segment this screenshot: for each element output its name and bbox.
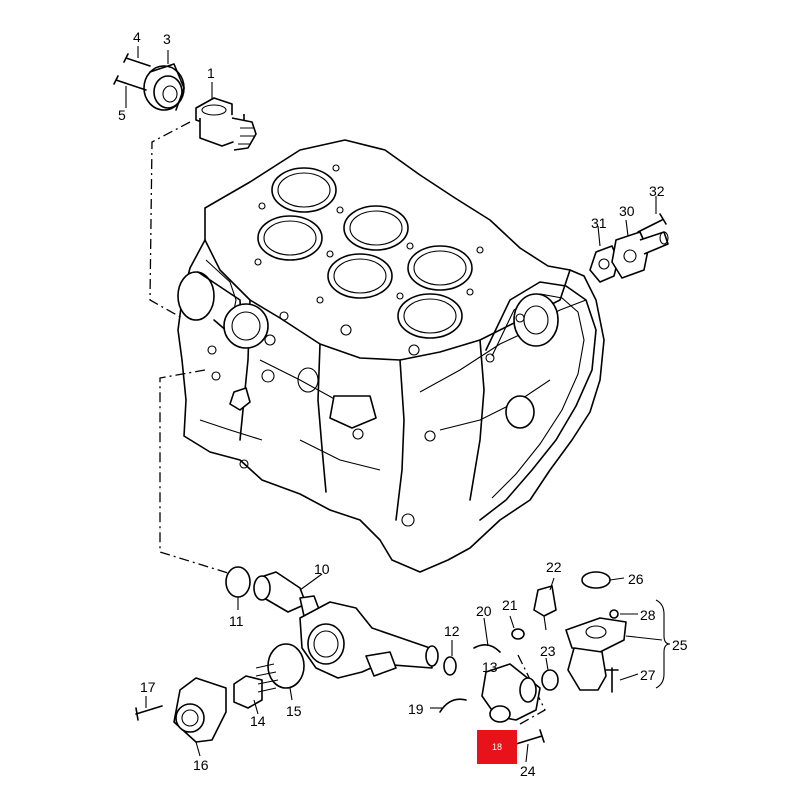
part-4-bolt[interactable]: [123, 53, 151, 67]
callout-27: 27: [640, 667, 656, 683]
callout-32: 32: [649, 183, 665, 199]
callout-11: 11: [229, 613, 244, 629]
part-20-clip[interactable]: [473, 644, 501, 653]
cylinder-bore-4: [327, 253, 393, 299]
callout-14: 14: [250, 713, 266, 729]
part-11-o-ring[interactable]: [225, 566, 251, 598]
part-23-o-ring[interactable]: [541, 669, 559, 691]
callout-5: 5: [118, 107, 126, 123]
cylinder-bore-3: [343, 205, 409, 251]
callout-15: 15: [286, 703, 302, 719]
callout-24: 24: [520, 763, 536, 779]
part-19-clip[interactable]: [439, 698, 467, 713]
callout-25: 25: [672, 637, 688, 653]
part-14-thermostat[interactable]: [233, 663, 279, 709]
callout-20: 20: [476, 603, 492, 619]
callout-13: 13: [482, 659, 498, 675]
part-22-sensor[interactable]: [533, 585, 557, 631]
engine-block: [177, 139, 605, 573]
cylinder-bore-5: [407, 245, 473, 291]
thermostat-housing[interactable]: [299, 601, 439, 679]
callout-23: 23: [540, 643, 556, 659]
cylinder-bore-2: [257, 215, 323, 261]
part-3-cap[interactable]: [143, 63, 185, 111]
part-30-flange[interactable]: [611, 231, 669, 279]
part-10-pipe[interactable]: [253, 571, 321, 617]
assembly-lines: [149, 121, 546, 725]
callout-1: 1: [207, 65, 215, 81]
callout-16: 16: [193, 757, 209, 773]
callout-22: 22: [546, 559, 562, 575]
cylinder-bore-1: [271, 167, 337, 213]
part-1-sensor[interactable]: [195, 97, 257, 151]
part-31-gasket[interactable]: [589, 245, 619, 283]
callout-17: 17: [140, 679, 156, 695]
callout-3: 3: [163, 31, 171, 47]
part-16-housing-cover[interactable]: [173, 677, 227, 743]
part-25-flange-assembly[interactable]: [565, 617, 627, 691]
callout-31: 31: [591, 215, 607, 231]
part-28-seal[interactable]: [609, 609, 619, 619]
callout-10: 10: [314, 561, 330, 577]
callout-26: 26: [628, 571, 644, 587]
leader-lines: [125, 46, 671, 763]
part-12-o-ring[interactable]: [443, 656, 457, 676]
highlight-box-18[interactable]: [477, 730, 517, 764]
callout-labels: 1 3 4 5 10 11 12 13 14 15 16 17 19 20 21…: [118, 29, 688, 779]
cylinder-bore-6: [397, 293, 463, 339]
part-27-bolt[interactable]: [605, 667, 619, 693]
callout-21: 21: [502, 597, 518, 613]
callout-28: 28: [640, 607, 656, 623]
part-17-bolt[interactable]: [135, 705, 163, 721]
callout-30: 30: [619, 203, 635, 219]
highlight-label-18: 18: [491, 742, 502, 752]
part-5-bolt[interactable]: [113, 75, 147, 91]
part-24-bolt[interactable]: [515, 729, 545, 745]
callout-19: 19: [408, 701, 424, 717]
part-21-o-ring[interactable]: [511, 628, 525, 640]
part-32-bolt[interactable]: [637, 213, 667, 233]
callout-12: 12: [444, 623, 460, 639]
callout-4: 4: [133, 29, 141, 45]
coolant-flange-18-part[interactable]: [481, 663, 541, 723]
part-15-o-ring[interactable]: [267, 643, 305, 689]
part-26-o-ring[interactable]: [581, 571, 611, 589]
